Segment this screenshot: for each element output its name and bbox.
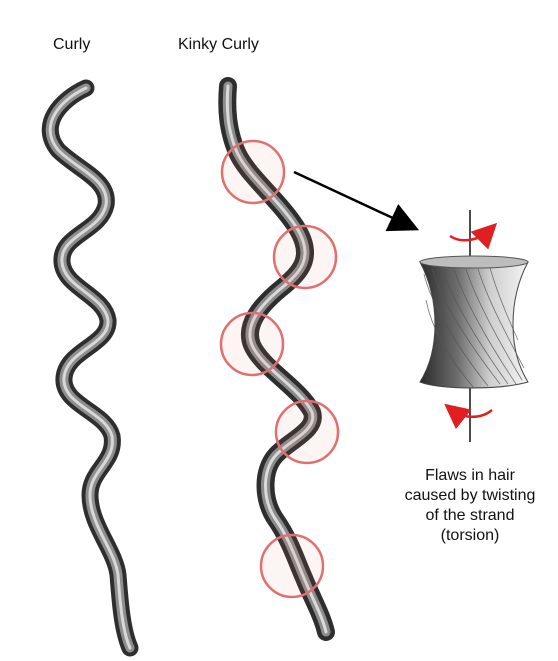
flaw-circle-3 <box>219 311 285 377</box>
caption-line-1: Flaws in hair <box>425 467 515 484</box>
curved-arrow-right-icon <box>449 222 498 250</box>
flaw-highlights <box>219 139 340 599</box>
flaw-circle-2 <box>272 224 338 290</box>
kinky-curly-label: Kinky Curly <box>178 36 259 53</box>
flaw-circle-5 <box>259 533 325 599</box>
curved-arrow-left-icon <box>444 403 493 430</box>
curly-strand <box>41 79 139 657</box>
curly-label: Curly <box>53 36 91 53</box>
caption-line-2: caused by twisting <box>404 487 536 504</box>
caption-line-3: of the strand <box>425 507 515 524</box>
flaw-circle-4 <box>274 399 340 465</box>
twisted-cylinder-icon <box>418 210 529 442</box>
flaw-circle-1 <box>220 139 286 205</box>
pointer-arrow <box>293 170 420 232</box>
caption-line-4: (torsion) <box>440 527 500 544</box>
torsion-caption: Flaws in hair caused by twisting of the … <box>390 466 550 546</box>
